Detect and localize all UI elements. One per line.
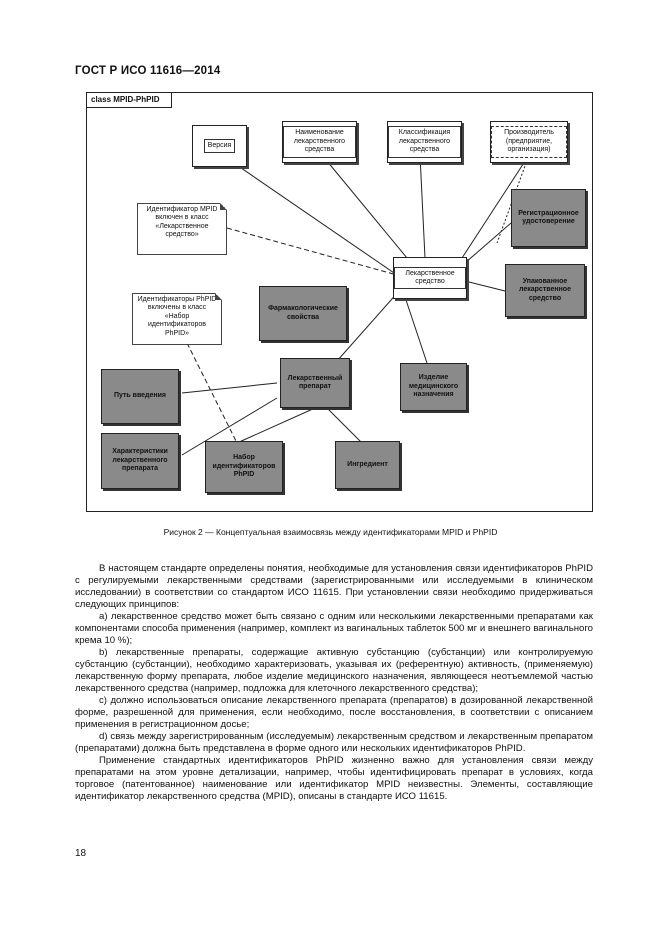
box-packaged-product: Упакованное лекарственное средство: [505, 264, 585, 317]
box-version-label: Версия: [203, 138, 236, 154]
link-route: [181, 382, 278, 394]
box-classification-label: Классификация лекарственного средства: [388, 126, 461, 158]
note-phpid: Идентификаторы PhPID включены в класс «Н…: [132, 293, 222, 345]
note-link-mpid: [226, 227, 398, 276]
box-pharm-product: Лекарственный препарат: [280, 358, 350, 408]
box-pharmacological: Фармакологические свойства: [259, 286, 347, 341]
paragraph-a: a) лекарственное средство может быть свя…: [75, 611, 593, 646]
link-characteristics: [181, 397, 278, 456]
box-name: Наименование лекарственного средства: [282, 121, 357, 163]
paragraph-d: d) связь между зарегистрированным (иссле…: [75, 731, 593, 754]
link-classification: [419, 154, 426, 259]
box-phpid-set: Набор идентификаторов PhPID: [205, 441, 283, 493]
class-diagram: class MPID-PhPID Версия Наименование лек…: [86, 92, 593, 512]
paragraph-c: c) должно использоваться описание лекарс…: [75, 695, 593, 730]
note-link-phpid: [186, 342, 238, 444]
link-packaged: [464, 280, 506, 292]
link-reg-cert: [464, 222, 512, 264]
link-manufacturer: [461, 154, 530, 259]
box-route: Путь введения: [101, 369, 179, 424]
box-manufacturer-label: Производитель (предприятие, организация): [491, 126, 567, 158]
link-device: [404, 296, 428, 364]
box-medicinal-product: Лекарственное средство: [393, 257, 467, 299]
paragraph-intro: В настоящем стандарте определены понятия…: [75, 563, 593, 610]
diagram-connectors: [181, 147, 530, 456]
box-manufacturer: Производитель (предприятие, организация): [490, 121, 568, 163]
link-version: [211, 147, 398, 276]
box-medicinal-product-label: Лекарственное средство: [394, 266, 466, 290]
box-device: Изделие медицинского назначения: [400, 363, 467, 411]
body-text: В настоящем стандарте определены понятия…: [75, 563, 593, 803]
link-name: [321, 154, 408, 259]
link-pharm-product: [336, 290, 400, 362]
box-classification: Классификация лекарственного средства: [387, 121, 462, 163]
class-label: class MPID-PhPID: [87, 93, 173, 108]
link-phpid-set: [236, 407, 316, 444]
box-name-label: Наименование лекарственного средства: [283, 126, 356, 158]
figure-caption: Рисунок 2 — Концептуальная взаимосвязь м…: [163, 527, 498, 537]
paragraph-closing: Применение стандартных идентификаторов P…: [75, 755, 593, 802]
box-reg-cert: Регистрационное удостоверение: [511, 189, 586, 247]
page-number: 18: [75, 848, 87, 859]
link-ingredient: [326, 407, 363, 444]
paragraph-b: b) лекарственные препараты, содержащие а…: [75, 647, 593, 694]
box-version: Версия: [192, 125, 247, 167]
box-characteristics: Характеристики лекарственного препарата: [101, 433, 179, 489]
box-ingredient: Ингредиент: [335, 441, 400, 489]
note-mpid: Идентификатор MPID включен в класс «Лека…: [137, 203, 227, 255]
document-header: ГОСТ Р ИСО 11616—2014: [75, 65, 221, 77]
